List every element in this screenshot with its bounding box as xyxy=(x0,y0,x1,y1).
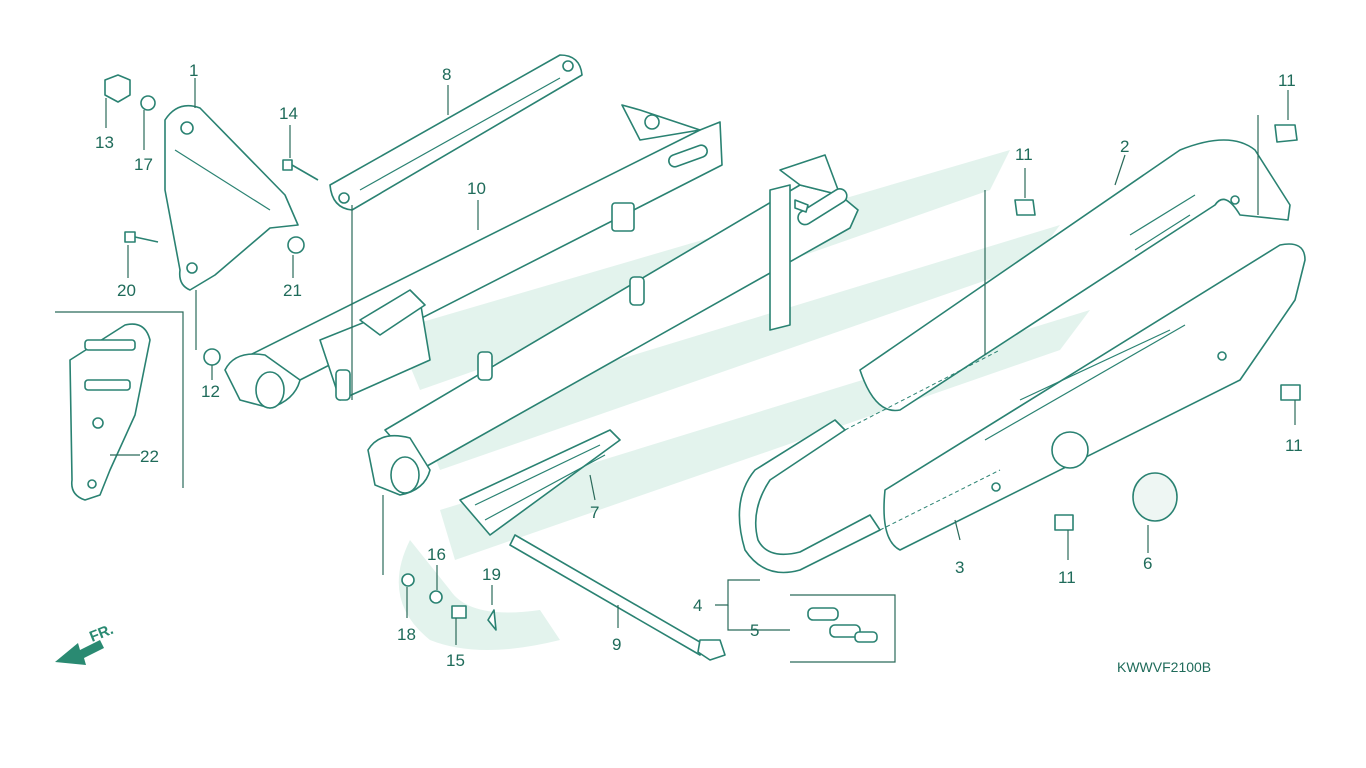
chain-case-lower-part-3 xyxy=(883,243,1306,551)
front-direction-label: FR. xyxy=(87,621,116,646)
hardware-parts xyxy=(104,74,1301,631)
cap-part-6 xyxy=(1132,472,1178,522)
callout-12: 12 xyxy=(201,382,220,401)
callout-4: 4 xyxy=(693,596,702,615)
callout-19: 19 xyxy=(482,565,501,584)
callout-7: 7 xyxy=(590,503,599,522)
callout-3: 3 xyxy=(955,558,964,577)
callout-9: 9 xyxy=(612,635,621,654)
callout-11a: 11 xyxy=(1278,71,1296,90)
pivot-bolt-part-9 xyxy=(509,534,726,661)
chain-case-upper-part-2 xyxy=(859,139,1291,412)
front-arrow-icon xyxy=(55,640,104,665)
callout-20: 20 xyxy=(117,281,136,300)
callout-15: 15 xyxy=(446,651,465,670)
callout-6: 6 xyxy=(1143,554,1152,573)
leader-lines xyxy=(55,78,1296,645)
callout-21: 21 xyxy=(283,281,302,300)
callout-14: 14 xyxy=(279,104,298,123)
diagram-code: KWWVF2100B xyxy=(1117,659,1211,675)
callout-16: 16 xyxy=(427,545,446,564)
callout-10: 10 xyxy=(467,179,486,198)
callout-17: 17 xyxy=(134,155,153,174)
callout-11b: 11 xyxy=(1015,145,1033,164)
front-direction-indicator: FR. xyxy=(55,621,116,665)
callout-labels: 1 2 3 4 5 6 7 8 9 10 11 11 11 11 12 13 1… xyxy=(95,61,1303,670)
chain-joint-part-5 xyxy=(790,594,896,663)
bracket-part-1 xyxy=(164,104,299,291)
callout-13: 13 xyxy=(95,133,114,152)
callout-22: 22 xyxy=(140,447,159,466)
callout-1: 1 xyxy=(189,61,198,80)
swingarm-part-10 xyxy=(224,104,859,496)
chain-slider-part-7 xyxy=(459,429,621,536)
callout-11c: 11 xyxy=(1285,436,1303,455)
upper-link-part-8 xyxy=(329,54,583,211)
callout-11d: 11 xyxy=(1058,568,1076,587)
callout-18: 18 xyxy=(397,625,416,644)
plate-part-22 xyxy=(69,323,151,501)
drive-chain-part-4 xyxy=(738,349,1001,574)
callout-8: 8 xyxy=(442,65,451,84)
callout-2: 2 xyxy=(1120,137,1129,156)
callout-5: 5 xyxy=(750,621,759,640)
